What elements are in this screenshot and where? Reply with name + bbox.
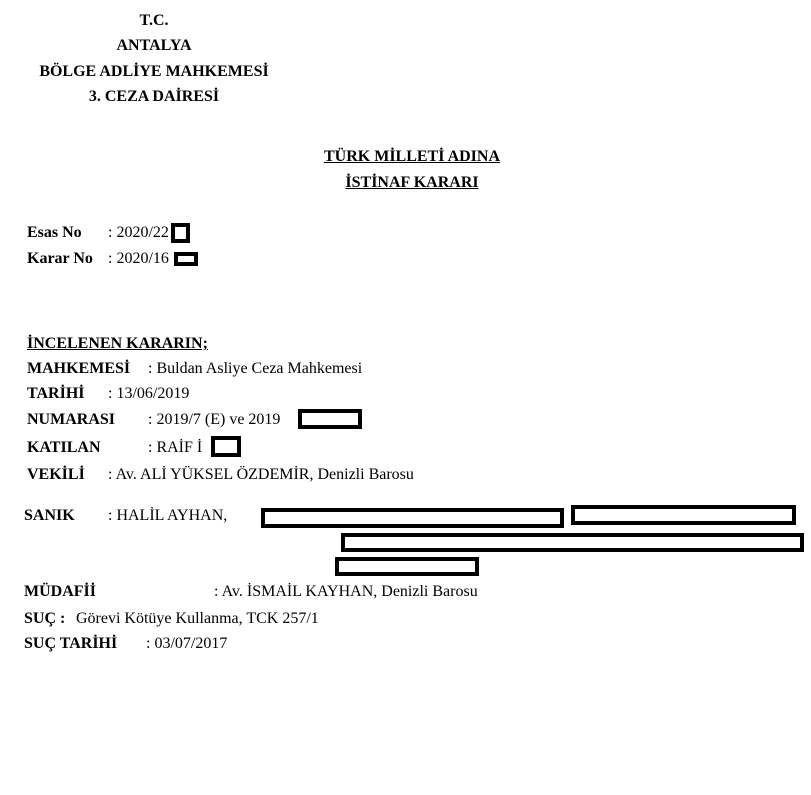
esas-no-label: Esas No <box>27 224 82 241</box>
mahkeme-label: MAHKEMESİ <box>27 360 131 377</box>
header-court: BÖLGE ADLİYE MAHKEMESİ <box>39 63 269 80</box>
redaction-box <box>174 252 198 266</box>
karar-no-value: : 2020/16 <box>108 250 169 267</box>
redaction-box <box>211 436 241 457</box>
mahkeme-value: : Buldan Asliye Ceza Mahkemesi <box>148 360 363 377</box>
katilan-label: KATILAN <box>27 439 101 456</box>
mudafi-value: : Av. İSMAİL KAYHAN, Denizli Barosu <box>214 583 478 600</box>
header-city: ANTALYA <box>116 37 192 54</box>
sanik-value: : HALİL AYHAN, <box>108 507 228 524</box>
header-chamber: 3. CEZA DAİRESİ <box>88 88 220 105</box>
karar-no-label: Karar No <box>27 250 93 267</box>
title-nation: TÜRK MİLLETİ ADINA <box>323 148 501 165</box>
redaction-box <box>261 508 564 528</box>
esas-no-value: : 2020/22 <box>108 224 169 241</box>
redaction-box <box>298 409 362 429</box>
title-decision: İSTİNAF KARARI <box>345 174 479 191</box>
katilan-value: : RAİF İ <box>148 439 203 456</box>
vekil-value: : Av. ALİ YÜKSEL ÖZDEMİR, Denizli Barosu <box>108 466 414 483</box>
redaction-box <box>571 505 796 525</box>
suc-label: SUÇ : <box>24 610 66 627</box>
sanik-label: SANIK <box>24 507 75 524</box>
redaction-box <box>171 223 190 243</box>
suc-tarihi-value: : 03/07/2017 <box>146 635 228 652</box>
tarih-value: : 13/06/2019 <box>108 385 190 402</box>
reviewed-heading: İNCELENEN KARARIN; <box>27 335 208 352</box>
header-tc: T.C. <box>139 12 169 29</box>
suc-value: Görevi Kötüye Kullanma, TCK 257/1 <box>76 610 319 627</box>
numara-label: NUMARASI <box>27 411 115 428</box>
redaction-box <box>341 533 804 552</box>
redaction-box <box>335 557 479 576</box>
suc-tarihi-label: SUÇ TARİHİ <box>24 635 118 652</box>
mudafi-label: MÜDAFİİ <box>24 583 96 600</box>
tarih-label: TARİHİ <box>27 385 85 402</box>
vekil-label: VEKİLİ <box>27 466 85 483</box>
numara-value: : 2019/7 (E) ve 2019 <box>148 411 281 428</box>
